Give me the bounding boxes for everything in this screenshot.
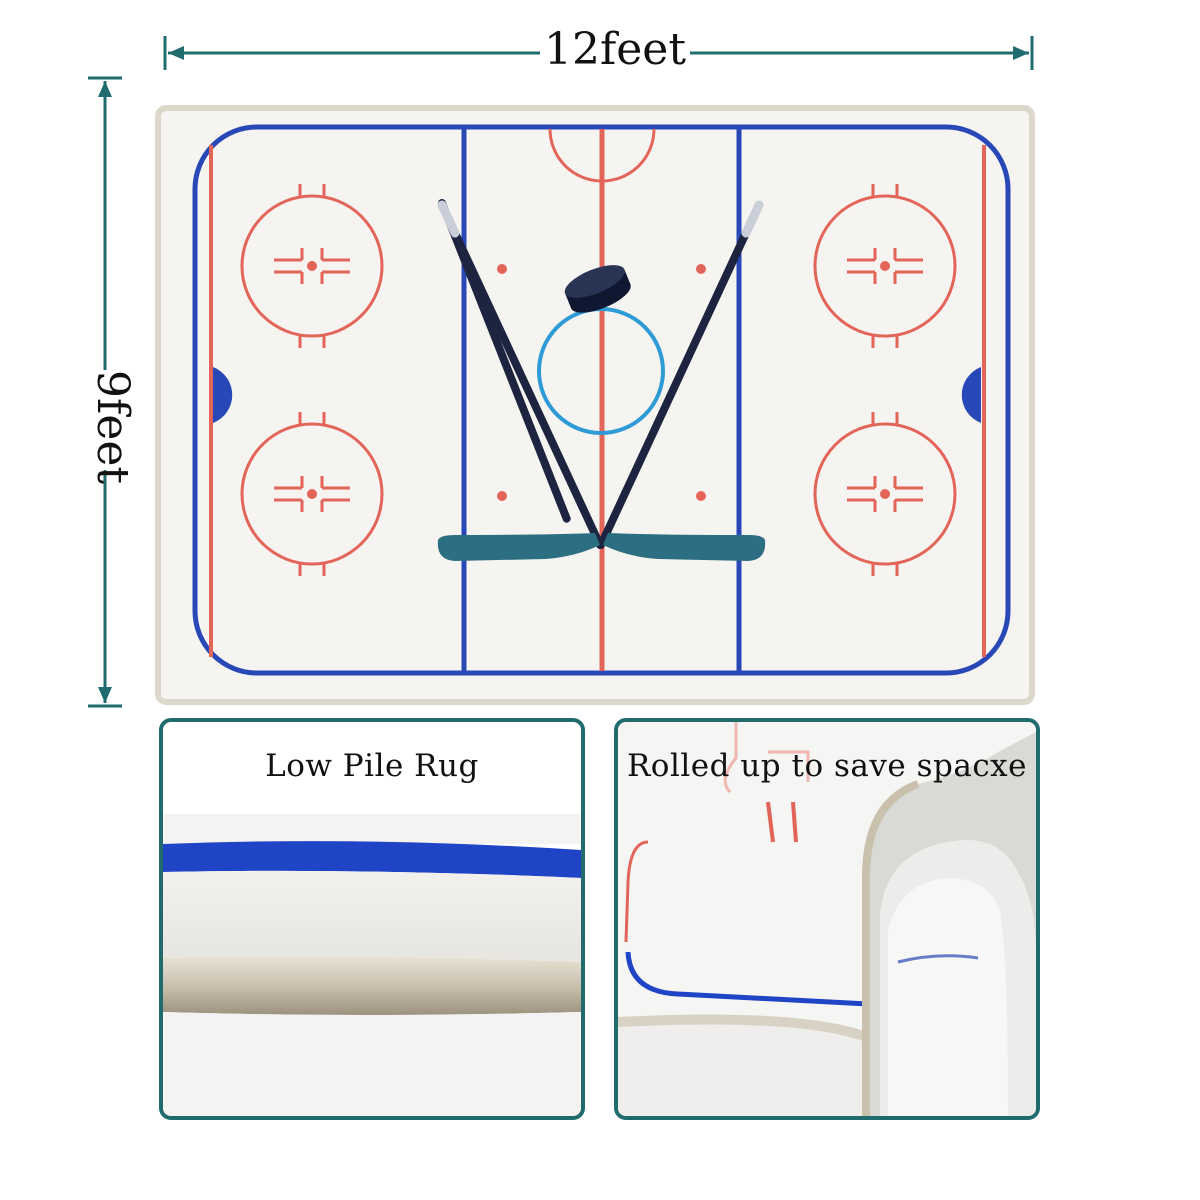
neutral-zone-dots: [497, 264, 706, 501]
faceoff-circle: [240, 412, 384, 576]
caption-low-pile: Low Pile Rug: [265, 748, 479, 784]
stick-right: [597, 201, 763, 549]
caption-rolled: Rolled up to save spacxe: [626, 748, 1028, 784]
stick-left: [438, 201, 604, 549]
hockey-sticks: [437, 199, 766, 561]
low-pile-closeup: [163, 722, 581, 1116]
width-label: 12feet: [540, 22, 690, 78]
faceoff-circle: [813, 184, 957, 348]
bound-edge: [163, 956, 581, 1015]
height-label: 9feet: [84, 370, 140, 484]
center-circle: [537, 307, 665, 435]
hockey-rink-rug: [155, 105, 1035, 705]
referee-crease: [548, 128, 656, 183]
goal-crease-left: [213, 367, 233, 423]
rink-boards: [192, 124, 1011, 676]
rug-edge: [155, 105, 1035, 705]
blade-left: [437, 533, 600, 561]
rolled-closeup: [618, 722, 1036, 1116]
goal-crease-right: [961, 367, 981, 423]
faceoff-circle: [240, 184, 384, 348]
puck-icon: [564, 265, 631, 313]
detail-panel-low-pile: Low Pile Rug: [159, 718, 585, 1120]
blue-stripe: [163, 841, 581, 878]
detail-panel-rolled: Rolled up to save spacxe: [614, 718, 1040, 1120]
blade-right: [603, 533, 766, 561]
faceoff-circle: [813, 412, 957, 576]
